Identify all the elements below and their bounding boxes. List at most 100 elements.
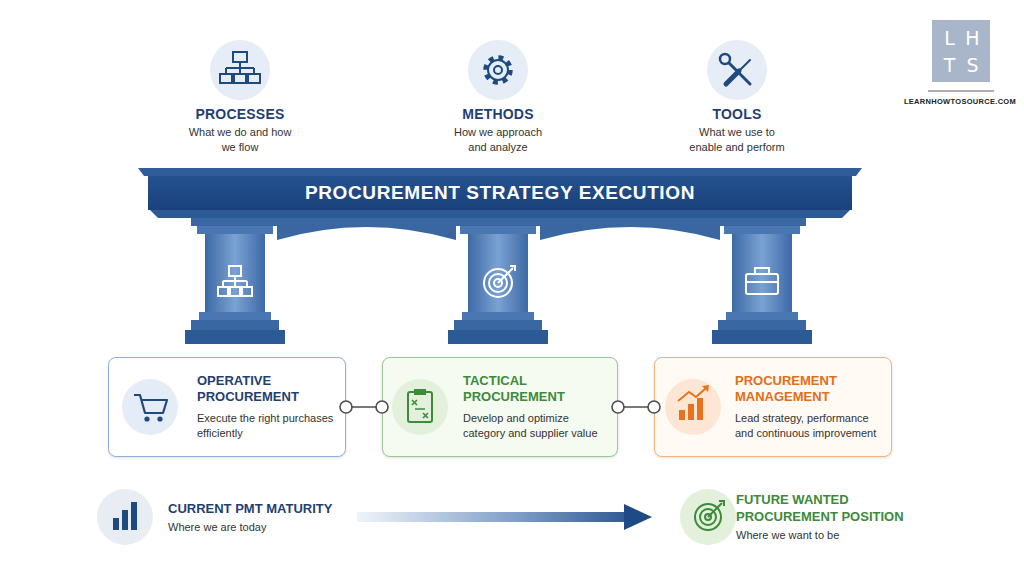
position-item: CURRENT PMT MATURITY Where we are today bbox=[95, 489, 357, 545]
pillar-capital bbox=[718, 218, 806, 226]
pillar-capital bbox=[454, 218, 542, 226]
topic-heading: METHODS bbox=[462, 106, 533, 123]
pillar-topic: PROCESSES What we do and how we flow bbox=[170, 38, 310, 158]
pillar-base bbox=[199, 312, 271, 320]
level-box: OPERATIVE PROCUREMENT Execute the right p… bbox=[108, 357, 346, 457]
target-icon bbox=[708, 501, 724, 517]
bridge-arch bbox=[540, 218, 720, 240]
pillar-base bbox=[185, 330, 285, 344]
icon-circle bbox=[707, 40, 767, 100]
target-icon bbox=[695, 504, 721, 530]
bridge-arch bbox=[277, 218, 456, 240]
position-item: FUTURE WANTED PROCUREMENT POSITION Where … bbox=[652, 485, 932, 549]
clipboard-icon bbox=[412, 400, 428, 418]
pillar-shaft bbox=[468, 234, 528, 312]
process-icon bbox=[234, 74, 246, 83]
pillar-toolbox-icon bbox=[746, 268, 778, 282]
topic-description: How we approach and analyze bbox=[444, 125, 552, 155]
watermark-url: LEARNHOWTOSOURCE.COM bbox=[900, 97, 1020, 106]
tools-icon bbox=[739, 60, 750, 71]
pillar-process-icon bbox=[229, 266, 241, 276]
logo-letter: T bbox=[944, 54, 956, 76]
position-heading: CURRENT PMT MATURITY bbox=[168, 500, 357, 517]
logo-letter: S bbox=[966, 54, 978, 76]
growth-chart-icon bbox=[702, 385, 709, 392]
tools-icon bbox=[729, 63, 750, 84]
level-heading: PROCUREMENT MANAGEMENT bbox=[735, 373, 883, 405]
logo-letter: L bbox=[944, 27, 955, 49]
beam-title: PROCUREMENT STRATEGY EXECUTION bbox=[305, 182, 695, 204]
maturity-chart-icon bbox=[113, 518, 119, 530]
beam-ledge bbox=[150, 210, 850, 218]
level-description: Execute the right purchases efficiently bbox=[197, 411, 337, 441]
process-icon bbox=[248, 74, 260, 83]
pillar-process-icon bbox=[223, 276, 247, 287]
logo-rule bbox=[928, 91, 994, 92]
connector-dot bbox=[340, 401, 352, 413]
process-icon bbox=[233, 52, 247, 62]
connector-dot bbox=[376, 401, 388, 413]
tools-icon bbox=[720, 54, 730, 64]
pillar-capital bbox=[460, 226, 536, 234]
maturity-chart-icon bbox=[131, 502, 137, 530]
pillar-process-icon bbox=[230, 287, 240, 296]
pillar-shaft bbox=[205, 234, 265, 312]
icon-circle bbox=[392, 379, 448, 435]
topic-heading: PROCESSES bbox=[196, 106, 285, 123]
pillar-base bbox=[462, 312, 534, 320]
process-icon bbox=[220, 74, 232, 83]
logo-letter: H bbox=[965, 27, 979, 49]
maturity-chart-icon bbox=[122, 510, 128, 530]
topic-description: What we use to enable and perform bbox=[683, 125, 791, 155]
cart-icon bbox=[157, 416, 162, 421]
icon-circle bbox=[122, 379, 178, 435]
bridge-beam: PROCUREMENT STRATEGY EXECUTION bbox=[148, 176, 852, 210]
target-icon bbox=[700, 509, 716, 525]
cart-icon bbox=[134, 395, 167, 413]
icon-circle bbox=[210, 40, 270, 100]
level-heading: OPERATIVE PROCUREMENT bbox=[197, 373, 337, 405]
cart-icon bbox=[144, 416, 149, 421]
clipboard-icon bbox=[408, 392, 432, 422]
process-icon bbox=[226, 62, 254, 74]
icon-circle bbox=[468, 40, 528, 100]
pillar-capital bbox=[197, 226, 273, 234]
topic-heading: TOOLS bbox=[713, 106, 762, 123]
icon-circle bbox=[680, 489, 736, 545]
pillar-base bbox=[454, 320, 542, 330]
pillar-topic: METHODS How we approach and analyze bbox=[428, 38, 568, 158]
position-heading: FUTURE WANTED PROCUREMENT POSITION bbox=[736, 491, 932, 525]
level-heading: TACTICAL PROCUREMENT bbox=[463, 373, 609, 405]
pillar-base bbox=[448, 330, 548, 344]
beam-cornice bbox=[138, 168, 862, 176]
growth-chart-icon bbox=[678, 388, 706, 401]
position-description: Where we want to be bbox=[736, 528, 932, 543]
connector-dot bbox=[648, 401, 660, 413]
connector-line bbox=[346, 406, 382, 408]
topic-description: What we do and how we flow bbox=[186, 125, 294, 155]
gear-icon bbox=[494, 66, 502, 74]
pillar-toolbox-icon bbox=[746, 274, 778, 294]
connector-dot bbox=[612, 401, 624, 413]
pillar-shaft bbox=[732, 234, 792, 312]
growth-chart-icon bbox=[697, 398, 703, 420]
pillar-topic: TOOLS What we use to enable and perform bbox=[667, 38, 807, 158]
growth-chart-icon bbox=[679, 410, 685, 420]
pillar-target-icon bbox=[498, 266, 515, 283]
target-icon bbox=[705, 514, 711, 520]
level-description: Lead strategy, performance and continuou… bbox=[735, 411, 883, 441]
pillar-base bbox=[718, 320, 806, 330]
logo-box: LHTS bbox=[932, 20, 990, 82]
pillar-base bbox=[712, 330, 812, 344]
position-description: Where we are today bbox=[168, 520, 357, 535]
gear-icon bbox=[488, 60, 508, 80]
pillar-base bbox=[191, 320, 279, 330]
bridge-beam-shape bbox=[148, 176, 852, 210]
growth-chart-icon bbox=[688, 404, 694, 420]
pillar-base bbox=[726, 312, 798, 320]
level-box: TACTICAL PROCUREMENTDevelop and optimize… bbox=[382, 357, 618, 457]
connector-line bbox=[618, 406, 654, 408]
icon-circle bbox=[97, 489, 153, 545]
clipboard-icon bbox=[414, 389, 426, 395]
level-box: PROCUREMENT MANAGEMENT Lead strategy, per… bbox=[654, 357, 892, 457]
